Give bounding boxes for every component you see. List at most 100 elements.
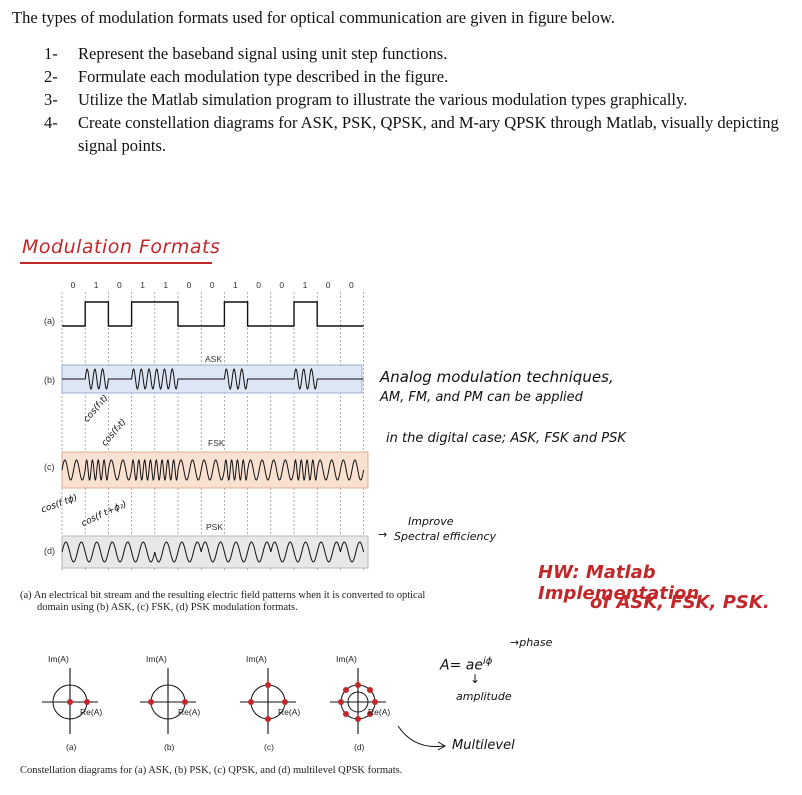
re-label: Re(A) — [368, 707, 390, 717]
psk-label: PSK — [206, 522, 223, 532]
bit-label: 0 — [71, 280, 76, 290]
task-number: 3- — [44, 90, 58, 109]
note-improve-arrow: → — [378, 528, 388, 541]
task-text: Create constellation diagrams for ASK, P… — [78, 113, 779, 155]
signal-point — [342, 686, 349, 693]
re-label: Re(A) — [278, 707, 300, 717]
bit-label: 1 — [163, 280, 168, 290]
bit-label: 0 — [326, 280, 331, 290]
note-amplitude: amplitude — [456, 690, 512, 703]
note-hw-2: of ASK, FSK, PSK. — [590, 592, 770, 613]
signal-point — [148, 699, 154, 705]
intro-text: The types of modulation formats used for… — [12, 8, 615, 27]
note-multilevel: Multilevel — [452, 738, 515, 753]
bit-label: 0 — [279, 280, 284, 290]
note-formula: A= aeiϕ — [440, 656, 492, 674]
constellation-sub-label: (b) — [164, 742, 175, 752]
ask-waveform — [62, 367, 364, 391]
im-label: Im(A) — [336, 654, 357, 664]
constellation-caption: Constellation diagrams for (a) ASK, (b) … — [20, 765, 403, 776]
signal-point — [282, 699, 288, 705]
caption-line-1: (a) An electrical bit stream and the res… — [20, 590, 426, 601]
row-label-d: (d) — [44, 546, 55, 556]
bit-label: 1 — [94, 280, 99, 290]
signal-point — [265, 682, 271, 688]
signal-point — [182, 699, 188, 705]
bit-label: 0 — [349, 280, 354, 290]
constellation-sub-label: (a) — [66, 742, 77, 752]
modulation-formats-heading: Modulation Formats — [22, 236, 221, 258]
constellation-diagram: Im(A) Re(A) (c) — [240, 654, 300, 752]
note-analog-1: Analog modulation techniques, — [380, 368, 614, 386]
im-label: Im(A) — [48, 654, 69, 664]
bit-label: 1 — [140, 280, 145, 290]
signal-point — [367, 711, 374, 718]
caption-line-2: domain using (b) ASK, (c) FSK, (d) PSK m… — [37, 602, 298, 613]
re-label: Re(A) — [178, 707, 200, 717]
constellation-sub-label: (d) — [354, 742, 365, 752]
note-hw-1: HW: Matlab Implementation — [538, 562, 700, 604]
fsk-waveform — [61, 459, 365, 481]
task-number: 2- — [44, 67, 58, 86]
bit-label: 0 — [117, 280, 122, 290]
im-label: Im(A) — [246, 654, 267, 664]
constellation-figure: Im(A)Re(A)(a)Im(A)Re(A)(b)Im(A)Re(A)(c)I… — [42, 654, 390, 752]
formula-exponent: iϕ — [482, 656, 493, 667]
bit-slot-gridlines — [61, 292, 364, 572]
task-item: 4- Create constellation diagrams for ASK… — [44, 111, 784, 157]
note-phase: →phase — [510, 636, 553, 649]
task-list: 1- Represent the baseband signal using u… — [44, 42, 784, 157]
formula-text: A= ae — [440, 657, 483, 674]
signal-point — [342, 711, 349, 718]
re-label: Re(A) — [80, 707, 102, 717]
task-item: 3- Utilize the Matlab simulation program… — [44, 88, 784, 111]
constellation-diagram: Im(A) Re(A) (b) — [140, 654, 200, 752]
row-label-c: (c) — [44, 462, 55, 472]
bit-label: 1 — [303, 280, 308, 290]
signal-point — [367, 686, 374, 693]
note-improve-1: Improve — [408, 515, 454, 528]
constellation-plots: Im(A)Re(A)(a)Im(A)Re(A)(b)Im(A)Re(A)(c)I… — [42, 654, 390, 752]
modulation-waveform-figure: 0 1 0 1 1 0 0 1 0 0 1 0 0 (a) (b) ASK (c) FSK (d) PS… — [44, 280, 369, 572]
note-analog-3: in the digital case; ASK, FSK and PSK — [386, 431, 626, 446]
phase-text: phase — [519, 636, 553, 649]
psk-waveform — [61, 541, 365, 563]
note-analog-2: AM, FM, and PM can be applied — [380, 390, 583, 405]
inner-circle — [347, 691, 369, 713]
signal-point — [355, 716, 361, 722]
task-text: Utilize the Matlab simulation program to… — [78, 90, 688, 109]
note-improve-2: Spectral efficiency — [394, 530, 497, 543]
task-number: 1- — [44, 44, 58, 63]
fsk-band — [61, 451, 369, 489]
signal-point — [248, 699, 254, 705]
bit-label: 1 — [233, 280, 238, 290]
task-text: Represent the baseband signal using unit… — [78, 44, 448, 63]
bit-label: 0 — [210, 280, 215, 290]
signal-point — [372, 699, 378, 705]
task-text: Formulate each modulation type described… — [78, 67, 449, 86]
bit-stream-waveform — [62, 301, 364, 327]
constellation-diagram: Im(A) Re(A) (a) — [42, 654, 102, 752]
fsk-label: FSK — [208, 438, 225, 448]
multilevel-arrow — [397, 725, 447, 751]
bit-label: 0 — [187, 280, 192, 290]
task-item: 2- Formulate each modulation type descri… — [44, 65, 784, 88]
constellation-diagram: Im(A) Re(A) (d) — [330, 654, 390, 752]
task-item: 1- Represent the baseband signal using u… — [44, 42, 784, 65]
note-down-arrow: ↓ — [470, 672, 481, 686]
heading-underline — [20, 262, 212, 264]
task-number: 4- — [44, 113, 58, 132]
signal-point — [355, 682, 361, 688]
bit-label: 0 — [256, 280, 261, 290]
row-label-a: (a) — [44, 316, 55, 326]
im-label: Im(A) — [146, 654, 167, 664]
ask-label: ASK — [205, 354, 222, 364]
bit-labels: 0 1 0 1 1 0 0 1 0 0 1 0 0 — [71, 280, 354, 290]
signal-point — [265, 716, 271, 722]
constellation-sub-label: (c) — [264, 742, 274, 752]
figure-caption: (a) An electrical bit stream and the res… — [20, 590, 500, 614]
signal-point — [84, 699, 90, 705]
row-label-b: (b) — [44, 375, 55, 385]
signal-point — [338, 699, 344, 705]
signal-point — [67, 699, 73, 705]
